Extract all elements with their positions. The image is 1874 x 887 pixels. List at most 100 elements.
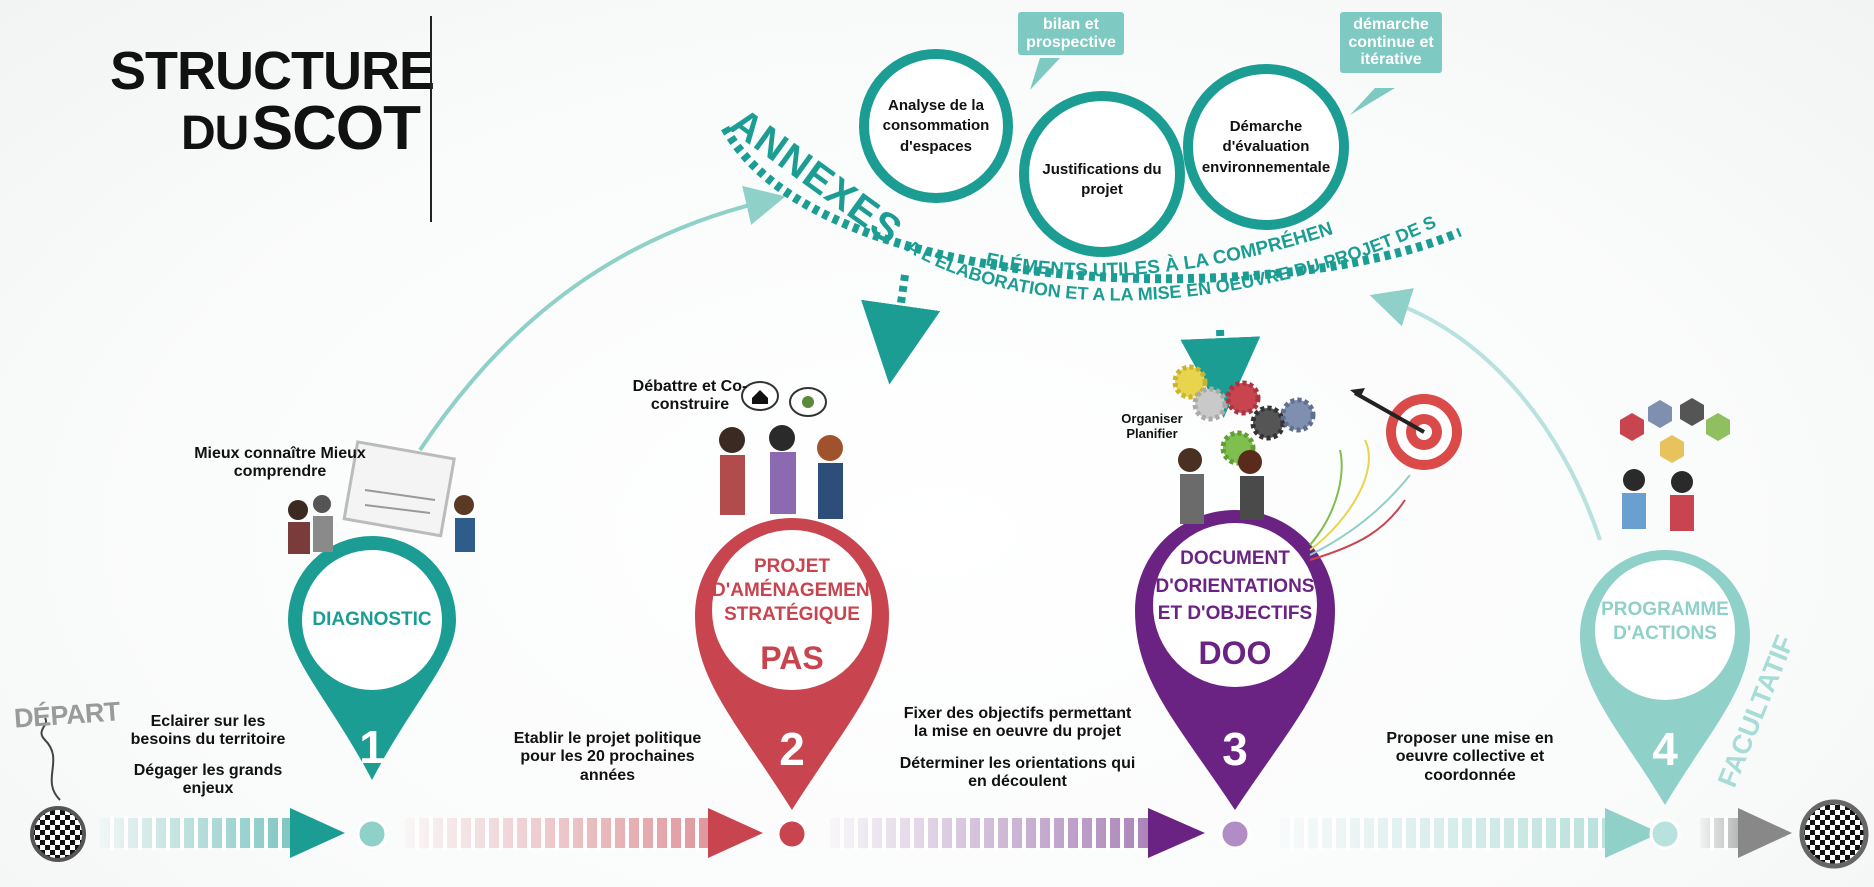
timeline-gap: [1514, 816, 1518, 850]
timeline-gap: [513, 816, 517, 850]
timeline-gap: [194, 816, 198, 850]
timeline-gap: [1064, 816, 1068, 850]
annex-circle-3-text: Démarche d'évaluation environnementale: [1201, 118, 1331, 176]
timeline-gap: [138, 816, 142, 850]
timeline-gap: [250, 816, 254, 850]
timeline-gap: [110, 816, 114, 850]
title-line2b: SCOT: [251, 94, 421, 163]
timeline-gap: [1120, 816, 1124, 850]
timeline-gap: [896, 816, 900, 850]
timeline-gap: [1486, 816, 1490, 850]
timeline-gap: [569, 816, 573, 850]
step3-description-1: Fixer des objectifs permettant la mise e…: [903, 705, 1132, 741]
timeline-gap: [1724, 816, 1728, 850]
timeline-gap: [264, 816, 268, 850]
pin-4: [1580, 550, 1750, 805]
step1-description-2: Dégager les grands enjeux: [133, 762, 283, 798]
step3-acronym: DOO: [1198, 635, 1272, 671]
timeline-gap: [1008, 816, 1012, 850]
step4-title: PROGRAMME D'ACTIONS: [1601, 599, 1729, 644]
step1-caption: Mieux connaître Mieux comprendre: [194, 445, 366, 481]
annexes-dashed-arrow-left: [861, 274, 941, 385]
step2-caption: Débattre et Co-construire: [632, 378, 748, 414]
annex-circle-3: [1183, 64, 1349, 230]
timeline-gap: [840, 816, 844, 850]
timeline-gap: [527, 816, 531, 850]
timeline-gap: [952, 816, 956, 850]
annex-circle-2: [1019, 91, 1185, 257]
timeline-gap: [1556, 816, 1560, 850]
timeline-gap: [667, 816, 671, 850]
target-icon: [1309, 388, 1462, 561]
start-smoke-line: [40, 717, 61, 801]
timeline-gap: [625, 816, 629, 850]
timeline-gap: [208, 816, 212, 850]
checkered-flag-icon: [30, 806, 86, 862]
annex-circle-2-text: Justifications du projet: [1042, 161, 1162, 199]
step1-number: 1: [359, 721, 385, 773]
timeline-gap: [415, 816, 419, 850]
timeline-gap: [1078, 816, 1082, 850]
step1-title: DIAGNOSTIC: [312, 609, 432, 630]
pin-2: [695, 518, 889, 810]
step1-description-1: Eclairer sur les besoins du territoire: [130, 713, 286, 749]
step2-description-1: Etablir le projet politique pour les 20 …: [513, 730, 702, 784]
timeline-gap: [1542, 816, 1546, 850]
timeline-gap: [1134, 816, 1138, 850]
step2-number: 2: [779, 723, 805, 775]
step2-title: PROJET D'AMÉNAGEMENT STRATÉGIQUE: [712, 556, 882, 625]
timeline-gap: [1528, 816, 1532, 850]
timeline-gap: [1318, 816, 1322, 850]
annexes-dashed-arrow-down: [1180, 329, 1261, 418]
timeline-dot-1: [356, 818, 388, 850]
timeline-gap: [910, 816, 914, 850]
timeline: /* placeholder group */: [100, 808, 1792, 858]
annex-circle-1: [859, 49, 1013, 203]
pin-1: [288, 536, 456, 780]
timeline-gap: [1584, 816, 1588, 850]
timeline-gap: [485, 816, 489, 850]
timeline-gap: [541, 816, 545, 850]
arrow-diagnostic-to-annexes: [418, 185, 786, 452]
timeline-gap: [1388, 816, 1392, 850]
timeline-gap: [1022, 816, 1026, 850]
timeline-gap: [1106, 816, 1110, 850]
step3-number: 3: [1222, 723, 1248, 775]
timeline-gap: [1374, 816, 1378, 850]
arrow-programme-to-annexes: [1369, 288, 1602, 541]
timeline-gap: [1430, 816, 1434, 850]
timeline-gap: [938, 816, 942, 850]
timeline-gap: [868, 816, 872, 850]
timeline-gap: [1092, 816, 1096, 850]
timeline-gap: [278, 816, 282, 850]
timeline-gap: [1710, 816, 1714, 850]
timeline-gap: [429, 816, 433, 850]
timeline-gap: [583, 816, 587, 850]
people-icon-step1: [288, 440, 475, 554]
timeline-gap: [1290, 816, 1294, 850]
timeline-gap: [1458, 816, 1462, 850]
timeline-gap: [1050, 816, 1054, 850]
title-divider: [430, 16, 432, 222]
timeline-gap: [166, 816, 170, 850]
timeline-gap: [1402, 816, 1406, 850]
timeline-segment-end: [1700, 808, 1792, 858]
timeline-gap: [994, 816, 998, 850]
timeline-gap: [1346, 816, 1350, 850]
timeline-gap: [695, 816, 699, 850]
timeline-gap: [1416, 816, 1420, 850]
timeline-gap: [555, 816, 559, 850]
timeline-gaps: [110, 816, 1728, 850]
step3-title: DOCUMENT D'ORIENTATIONS ET D'OBJECTIFS: [1155, 548, 1315, 625]
timeline-gap: [499, 816, 503, 850]
title-line1: STRUCTURE: [110, 41, 435, 101]
step3-description-2: Déterminer les orientations qui en décou…: [899, 755, 1136, 791]
timeline-gap: [980, 816, 984, 850]
gears-icon: [1172, 364, 1316, 524]
bubble-bilan: bilan et prospective: [1018, 12, 1124, 56]
timeline-dot-3: [1219, 818, 1251, 850]
timeline-gap: [924, 816, 928, 850]
step3-caption: Organiser Planifier: [1121, 411, 1183, 441]
timeline-gap: [611, 816, 615, 850]
timeline-gap: [180, 816, 184, 850]
